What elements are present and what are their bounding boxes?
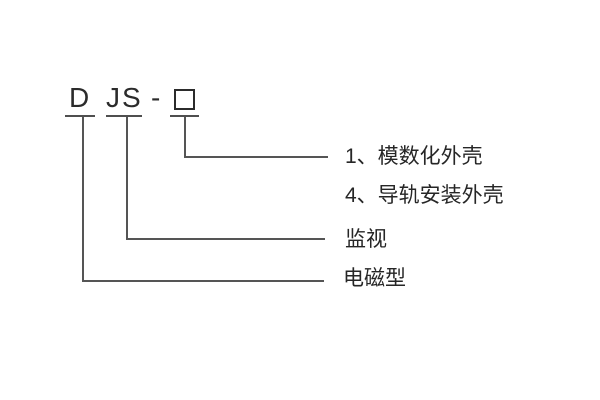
tick-under-box xyxy=(170,115,199,117)
model-code-separator: - xyxy=(151,82,163,113)
model-code-letter-d: D xyxy=(69,82,92,113)
connector-line-box xyxy=(184,117,328,158)
tick-under-d xyxy=(65,115,95,117)
connector-line-js xyxy=(126,117,325,240)
label-js-meaning: 监视 xyxy=(345,228,387,251)
label-d-meaning: 电磁型 xyxy=(343,267,406,290)
placeholder-box-icon xyxy=(174,89,195,110)
connector-line-d xyxy=(82,117,324,282)
model-code-letters-js: JS xyxy=(106,82,143,113)
label-box-option-2: 4、导轨安装外壳 xyxy=(345,184,504,207)
label-box-option-1: 1、模数化外壳 xyxy=(345,145,483,168)
tick-under-js xyxy=(106,115,142,117)
